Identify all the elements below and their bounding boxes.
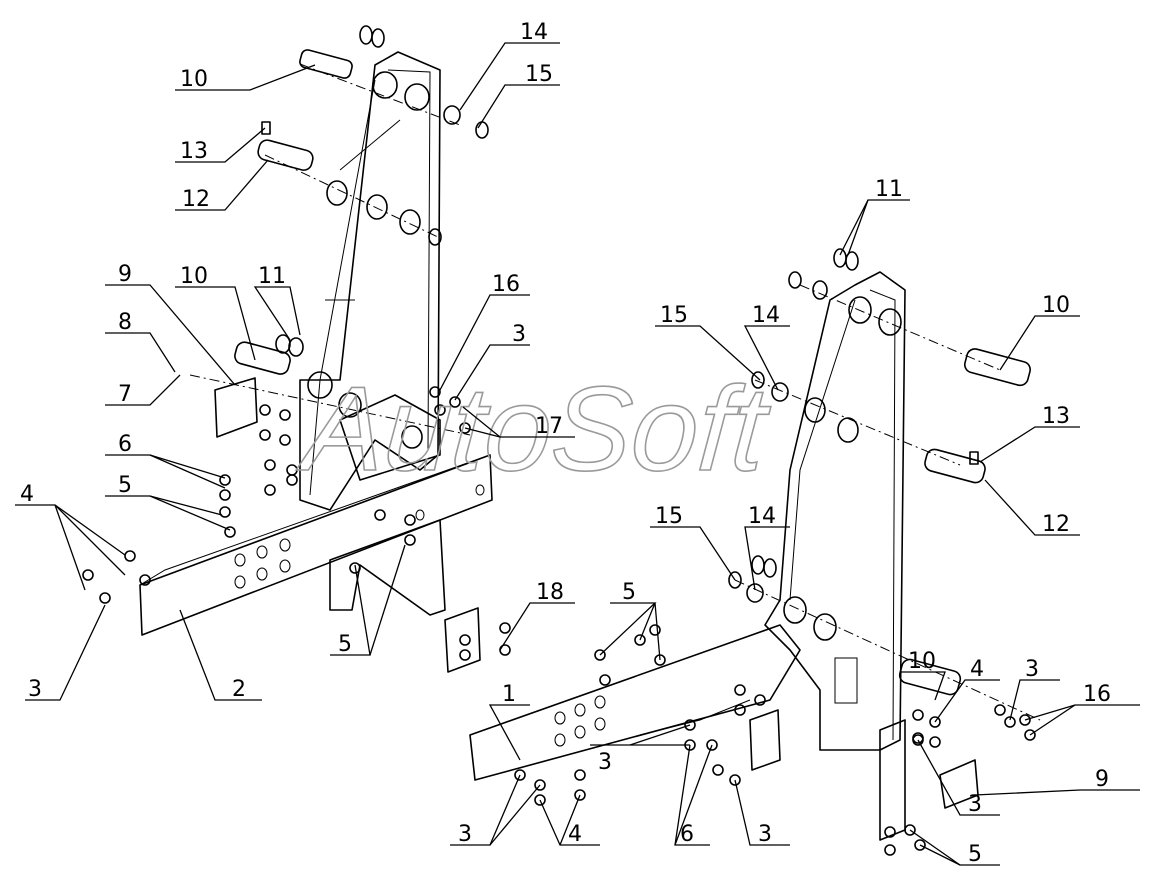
left-upright-frame: [299, 51, 441, 511]
left-base-beam: [139, 394, 493, 636]
left-pins-and-fasteners: [82, 25, 489, 604]
callout-3: 3: [28, 677, 42, 702]
callout-15: 15: [525, 62, 553, 87]
callout-13: 13: [180, 139, 208, 164]
callout-6: 6: [680, 822, 694, 847]
callout-3: 3: [968, 792, 982, 817]
callout-16: 16: [1083, 682, 1111, 707]
callout-12: 12: [182, 187, 210, 212]
callout-5: 5: [968, 842, 982, 867]
callout-4: 4: [970, 657, 984, 682]
callout-17: 17: [535, 414, 563, 439]
callout-12: 12: [1042, 512, 1070, 537]
right-base-beam: [444, 607, 801, 781]
callout-14: 14: [520, 20, 548, 45]
callout-10: 10: [180, 264, 208, 289]
callout-7: 7: [118, 382, 132, 407]
callout-3: 3: [512, 322, 526, 347]
callout-9: 9: [1095, 767, 1109, 792]
callout-18: 18: [536, 580, 564, 605]
callout-5: 5: [118, 473, 132, 498]
callout-11: 11: [875, 177, 903, 202]
callout-3: 3: [758, 822, 772, 847]
callout-14: 14: [752, 303, 780, 328]
callout-4: 4: [568, 822, 582, 847]
callout-2: 2: [232, 677, 246, 702]
watermark-text: AutoSoft: [294, 362, 774, 496]
callout-8: 8: [118, 310, 132, 335]
leader-lines: [15, 42, 1140, 866]
callout-3: 3: [598, 750, 612, 775]
callout-10: 10: [1042, 293, 1070, 318]
right-upright-frame: [764, 271, 906, 841]
callout-1: 1: [502, 682, 516, 707]
callout-16: 16: [492, 272, 520, 297]
callout-5: 5: [338, 632, 352, 657]
callout-4: 4: [20, 482, 34, 507]
callout-9: 9: [118, 262, 132, 287]
callout-3: 3: [458, 822, 472, 847]
callout-13: 13: [1042, 404, 1070, 429]
callout-3: 3: [1025, 657, 1039, 682]
callout-10: 10: [180, 67, 208, 92]
callout-14: 14: [748, 504, 776, 529]
callout-15: 15: [655, 504, 683, 529]
callout-labels: 10 14 15 13 12 9 10 11 8 7 16 3 17 6 5 4…: [20, 20, 1111, 867]
callout-15: 15: [660, 303, 688, 328]
callout-6: 6: [118, 432, 132, 457]
callout-5: 5: [622, 580, 636, 605]
callout-10: 10: [908, 649, 936, 674]
right-pins-and-fasteners: [459, 248, 1041, 856]
callout-11: 11: [258, 264, 286, 289]
